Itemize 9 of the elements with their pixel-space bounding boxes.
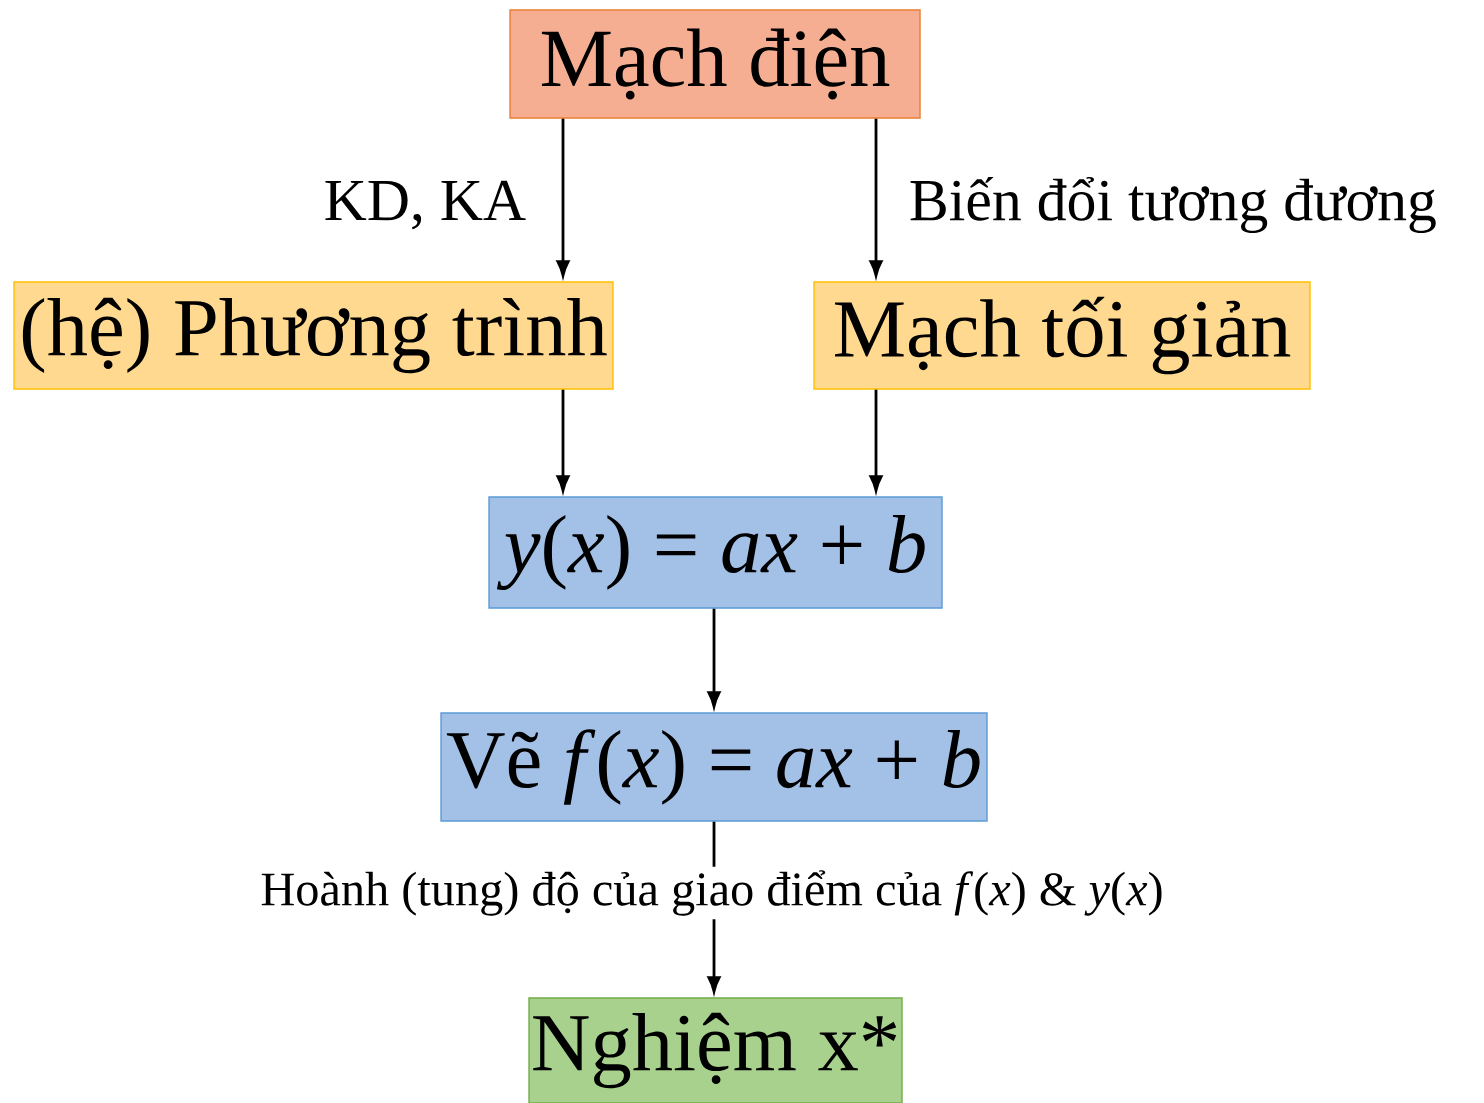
process-box: Mạch tối giản bbox=[813, 281, 1311, 390]
process-box: Vẽ f(x) = ax + b bbox=[440, 712, 988, 822]
edge-label: Hoành (tung) độ của giao điểm của f(x) & y(x) bbox=[256, 866, 1168, 920]
edge-label: Biến đổi tương đương bbox=[905, 173, 1441, 237]
edge-label: KD, KA bbox=[320, 177, 530, 233]
process-box: Nghiệm x* bbox=[528, 997, 903, 1103]
process-box: Mạch điện bbox=[509, 9, 921, 119]
process-box: (hệ) Phương trình bbox=[13, 281, 614, 390]
process-box: y(x) = ax + b bbox=[488, 496, 943, 609]
